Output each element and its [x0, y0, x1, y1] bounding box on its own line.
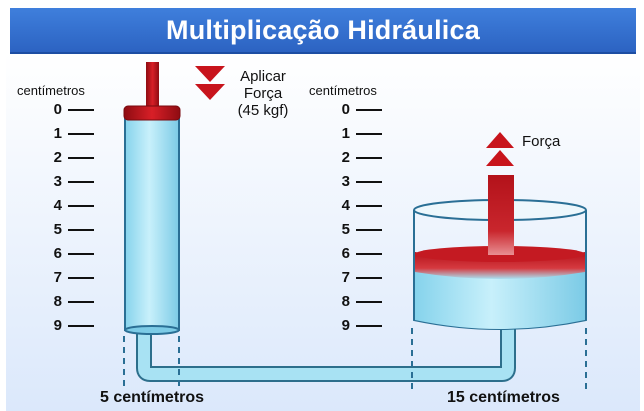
left-cylinder-base — [124, 325, 180, 335]
right-tick-0: 0 — [341, 101, 350, 118]
right-tick-5: 5 — [341, 221, 350, 238]
connecting-pipe — [138, 328, 514, 380]
right-piston-rod — [488, 175, 514, 255]
apply-force-line1: Aplicar — [240, 68, 286, 85]
output-force-arrow — [486, 132, 514, 166]
right-scale-ticks — [356, 109, 382, 327]
left-tick-1: 1 — [53, 125, 62, 142]
right-tick-1: 1 — [341, 125, 350, 142]
left-scale-unit: centímetros — [17, 83, 85, 98]
right-tick-3: 3 — [341, 173, 350, 190]
left-width-label: 5 centímetros — [100, 389, 205, 406]
left-tick-7: 7 — [53, 269, 62, 286]
right-tick-9: 9 — [341, 317, 350, 334]
apply-force-label: Aplicar Força (45 kgf) — [228, 68, 298, 119]
left-tick-5: 5 — [53, 221, 62, 238]
left-tick-3: 3 — [53, 173, 62, 190]
left-tick-2: 2 — [53, 149, 62, 166]
right-tick-4: 4 — [341, 197, 350, 214]
left-cylinder — [124, 111, 180, 331]
title-bar: Multiplicação Hidráulica — [10, 8, 636, 54]
right-tick-6: 6 — [341, 245, 350, 262]
left-tick-8: 8 — [53, 293, 62, 310]
left-tick-6: 6 — [53, 245, 62, 262]
right-tick-7: 7 — [341, 269, 350, 286]
right-tick-2: 2 — [341, 149, 350, 166]
width-markers — [123, 328, 587, 390]
apply-force-line2: Força — [243, 85, 283, 102]
background-panel — [6, 52, 640, 411]
right-width-label: 15 centímetros — [447, 389, 560, 406]
left-scale-ticks — [68, 109, 94, 327]
left-piston-head — [123, 105, 181, 121]
left-tick-4: 4 — [53, 197, 62, 214]
apply-force-line3: (45 kgf) — [237, 102, 289, 119]
left-piston-rod — [146, 62, 159, 108]
left-tick-9: 9 — [53, 317, 62, 334]
output-force-label: Força — [522, 133, 561, 150]
right-tick-8: 8 — [341, 293, 350, 310]
right-scale-unit: centímetros — [309, 83, 377, 98]
apply-force-arrow — [195, 66, 225, 100]
left-tick-0: 0 — [53, 101, 62, 118]
page-title: Multiplicação Hidráulica — [166, 14, 480, 45]
right-container-fluid — [415, 262, 585, 329]
